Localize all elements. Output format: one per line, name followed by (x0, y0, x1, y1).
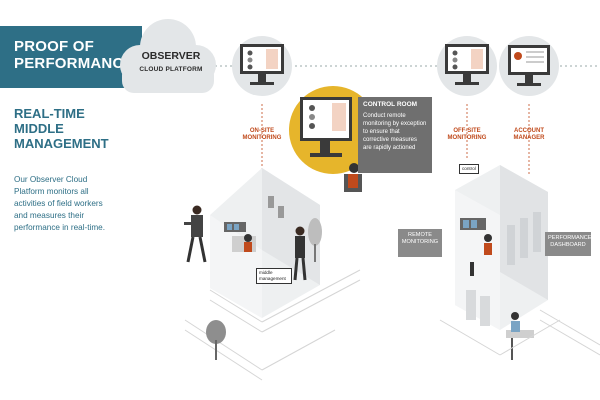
cloud-label: OBSERVER CLOUD PLATFORM (132, 50, 210, 76)
label-account-manager: ACCOUNT MANAGER (513, 128, 545, 141)
control-label: control (459, 164, 479, 174)
tree-center (308, 218, 322, 262)
control-room-box: CONTROL ROOM Conduct remote monitoring b… (358, 97, 432, 173)
manager-person (293, 226, 307, 281)
performance-dashboard-chip: PERFORMANCE DASHBOARD (545, 232, 592, 256)
page-title: PROOF OF PERFORMANCE (14, 38, 134, 72)
control-room-circle (289, 86, 377, 192)
left-fence (184, 269, 361, 381)
cloud-icon (120, 19, 216, 93)
middle-management-label: middle management (256, 268, 292, 284)
control-room-text: Conduct remote monitoring by exception t… (363, 113, 427, 151)
tree-left (206, 320, 226, 360)
header-banner (0, 26, 142, 88)
remote-monitoring-chip: REMOTE MONITORING (398, 229, 442, 257)
section-subtitle: REAL-TIME MIDDLE MANAGEMENT (14, 106, 109, 151)
control-room-title: CONTROL ROOM (363, 101, 418, 108)
dashboard-operator (506, 312, 534, 360)
section-description: Our Observer Cloud Platform monitors all… (14, 175, 106, 232)
monitor-circle-on-site (232, 36, 292, 96)
monitor-circle-account (499, 36, 559, 96)
cloud-title: OBSERVER (141, 50, 201, 62)
right-fence (439, 309, 600, 356)
label-on-site-monitoring: ON-SITE MONITORING (242, 128, 282, 141)
label-off-site-monitoring: OFF-SITE MONITORING (447, 128, 487, 141)
cloud-subtitle: CLOUD PLATFORM (139, 66, 203, 73)
monitor-circle-off-site (437, 36, 497, 96)
walking-worker (184, 205, 207, 263)
right-building (455, 165, 548, 330)
left-building (210, 168, 320, 318)
